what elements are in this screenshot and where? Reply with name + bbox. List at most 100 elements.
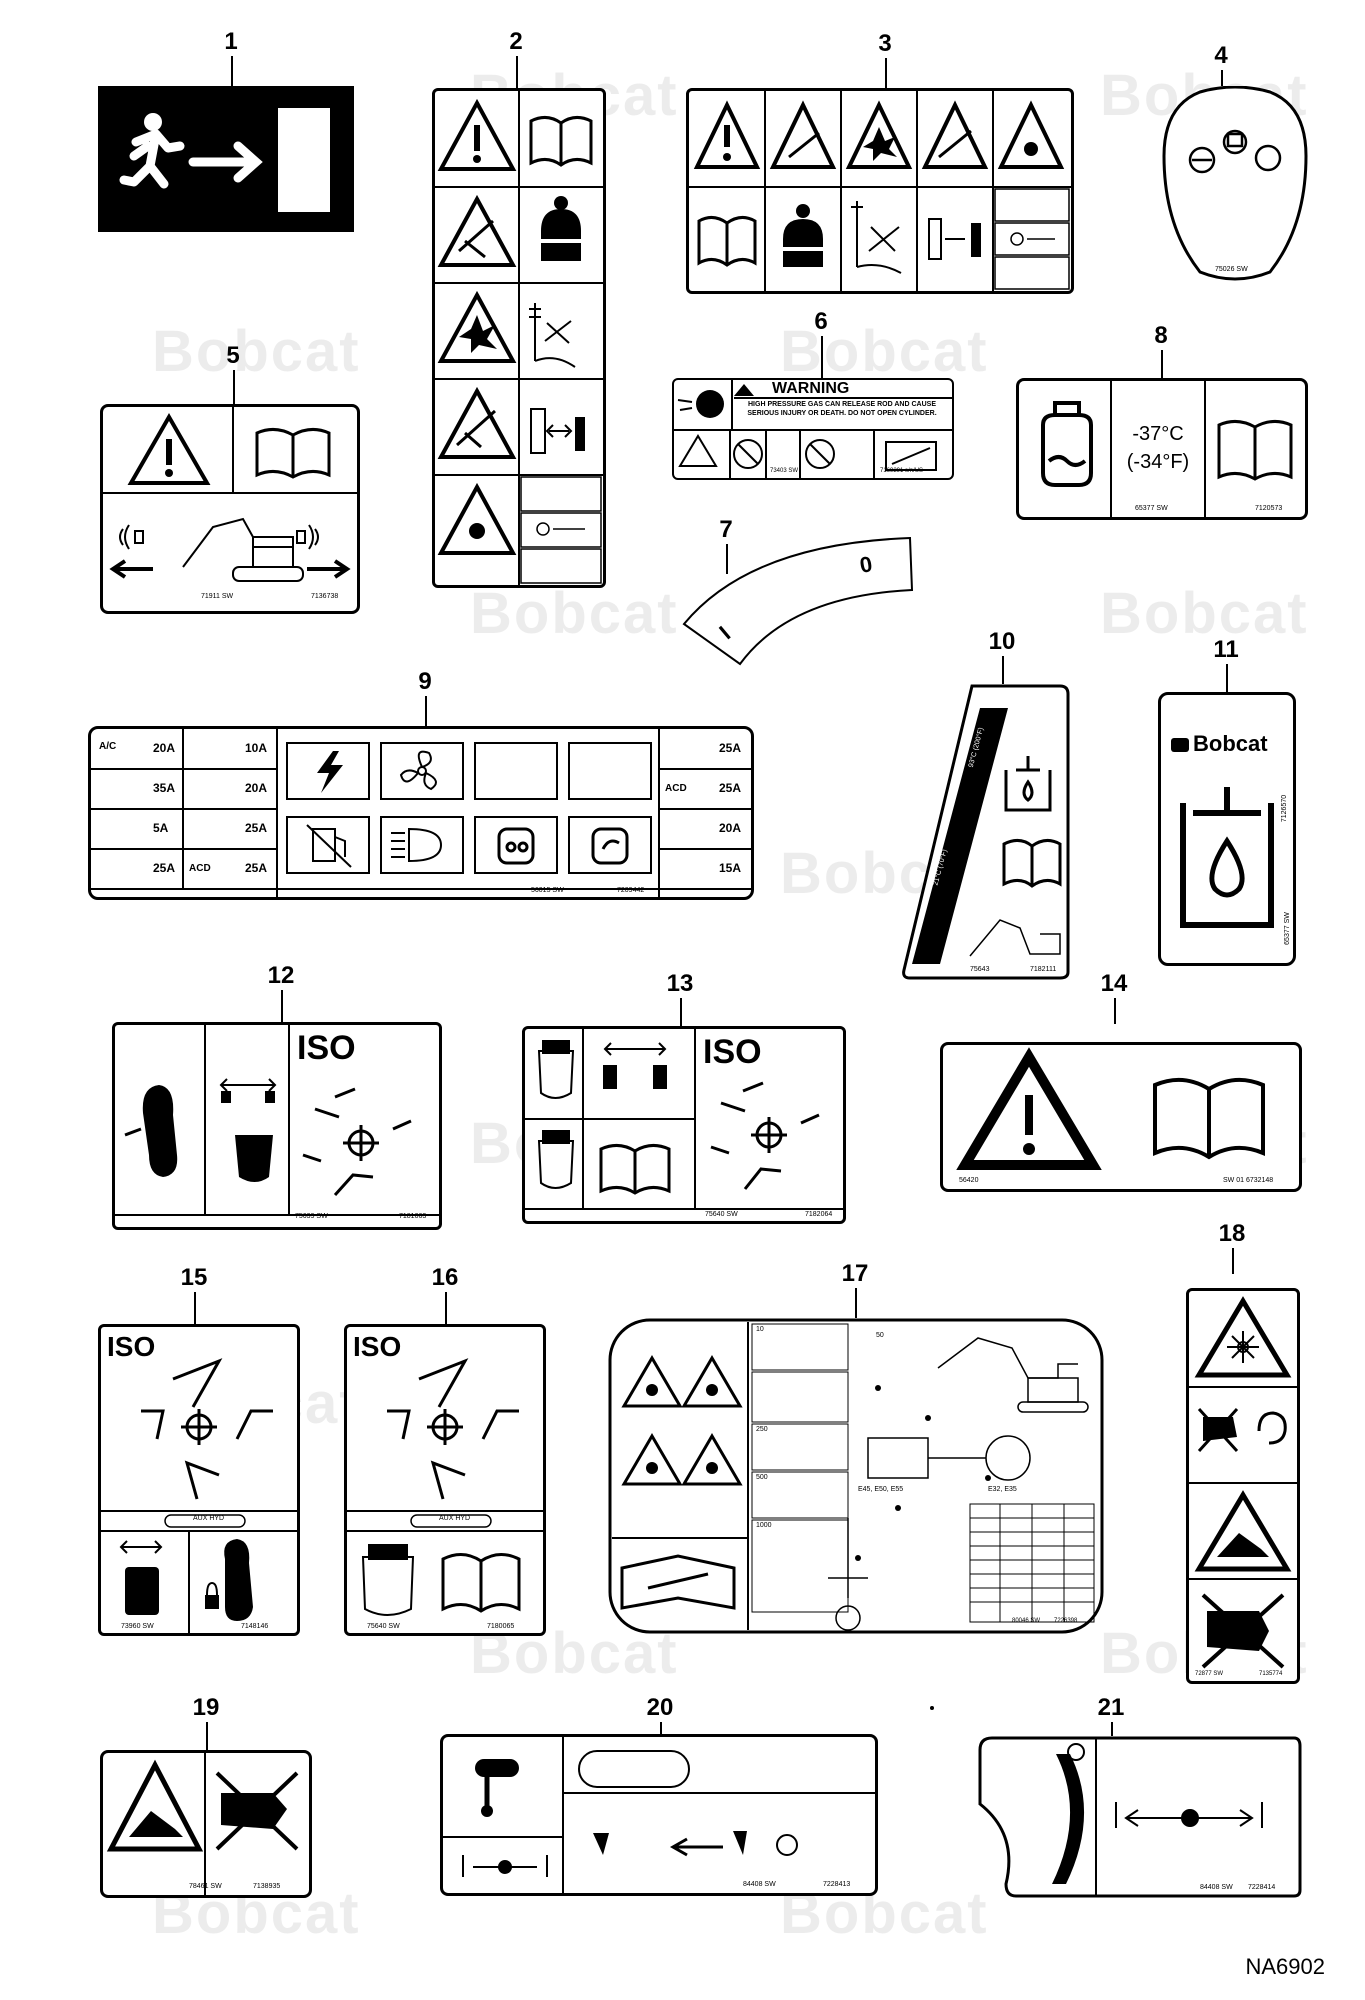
callout-2: 2 <box>509 28 523 55</box>
decal-13-code-b: 7182064 <box>805 1211 833 1218</box>
safety-pictogram-grid <box>435 91 603 585</box>
fuse-amp: 25A <box>245 861 268 875</box>
engine-rotate-icon <box>591 827 629 865</box>
leader-line <box>1161 350 1163 378</box>
decal-6-code-a: 73403 SW <box>770 468 799 474</box>
decal-9-fuse-panel: A/C 20A 10A 35A 20A 5A 25A 25A ACD 25A 2… <box>88 726 754 900</box>
callout-5: 5 <box>226 342 240 369</box>
decal-1-emergency-exit <box>98 86 354 232</box>
travel-direction-icon <box>462 1855 548 1877</box>
decal-3-safety-panel <box>686 88 1074 294</box>
clearance-icon <box>928 218 981 260</box>
alarm-speaker-icon <box>119 524 319 550</box>
decal-12-code-b: 7181063 <box>399 1213 427 1220</box>
decal-6-code-b: 7169291 s/n/US <box>880 468 924 474</box>
interval-50: 50 <box>876 1332 884 1339</box>
manual-book-icon <box>697 216 757 267</box>
decal-12-iso-controls: ISO 75639 SW 7181063 <box>112 1022 442 1230</box>
decal-7-switch-arc: I 0 <box>680 534 920 668</box>
callout-9: 9 <box>418 668 432 695</box>
decal-18-code-b: 7135774 <box>1259 1671 1283 1677</box>
decal-8-temp-c: -37°C <box>1132 423 1184 445</box>
rollover-warning-icon <box>769 100 837 169</box>
aux-hyd-icon <box>410 1514 492 1528</box>
warning-triangle-icon <box>734 384 754 396</box>
interval-10: 10 <box>756 1326 764 1333</box>
watermark: Bobcat <box>780 319 989 384</box>
curved-slot-icon <box>1052 1754 1085 1884</box>
seat-belt-icon <box>777 204 829 267</box>
shutdown-steps-icon <box>994 188 1070 290</box>
key-switch-icon <box>1188 129 1282 174</box>
leader-line <box>1226 664 1228 692</box>
callout-6: 6 <box>814 308 828 335</box>
decal-9-code-b: 7209442 <box>617 887 645 894</box>
clearance-icon <box>530 408 585 454</box>
decal-20-control-lever: 84408 SW 7228413 <box>440 1734 878 1896</box>
decal-16-aux-label: AUX HYD <box>439 1515 471 1522</box>
decal-6-header: WARNING <box>772 380 850 397</box>
decal-21-code-a: 84408 SW <box>1200 1884 1233 1891</box>
decal-18-fan-hand-warnings: 72877 SW 7135774 <box>1186 1288 1300 1684</box>
service-interval-grid <box>751 1323 1095 1623</box>
callout-18: 18 <box>1218 1220 1246 1247</box>
bobcat-brand: Bobcat <box>1193 731 1268 756</box>
temperature-bar <box>912 708 1008 964</box>
head-injury-icon <box>677 390 724 418</box>
warning-triangle-icon <box>956 1047 1102 1170</box>
manual-book-icon <box>1217 420 1293 481</box>
no-open-cylinder-icon <box>733 439 763 469</box>
engine-icon <box>497 827 535 865</box>
travel-pedal-icon <box>603 1042 667 1089</box>
decal-13-iso-label: ISO <box>703 1033 762 1071</box>
decal-6-message: HIGH PRESSURE GAS CAN RELEASE ROD AND CA… <box>747 401 937 417</box>
travel-pedal-icon <box>219 1078 277 1182</box>
manual-book-icon <box>1153 1077 1265 1160</box>
lever-icon <box>475 1759 519 1817</box>
no-touch-icon <box>215 1771 299 1851</box>
seat-belt-icon <box>535 196 587 261</box>
callout-12: 12 <box>267 962 295 989</box>
callout-3: 3 <box>878 30 892 57</box>
fuse-amp: 5A <box>153 821 169 835</box>
watermark: Bobcat <box>1100 581 1309 646</box>
decal-4-oval-key-decal: 75026 SW <box>1160 85 1310 286</box>
callout-4: 4 <box>1214 42 1228 69</box>
decal-20-code-b: 7228413 <box>823 1881 851 1888</box>
decal-2-safety-panel <box>432 88 606 588</box>
callout-1: 1 <box>224 28 238 55</box>
aux-switch-icon <box>119 1540 163 1615</box>
decal-4-code: 75026 SW <box>1215 266 1248 273</box>
iso-pattern-icon <box>141 1358 273 1500</box>
fuse-amp: 25A <box>153 861 176 875</box>
bobcat-logo: Bobcat <box>1171 731 1268 757</box>
joystick-icon <box>124 1085 178 1177</box>
callout-7: 7 <box>719 516 733 543</box>
arrow-right-icon <box>307 559 351 579</box>
control-panel-icon <box>537 1130 575 1189</box>
aux-hyd-icon <box>164 1514 246 1528</box>
decal-15-aux-label: AUX HYD <box>193 1515 225 1522</box>
power-line-icon <box>529 303 576 368</box>
callout-11: 11 <box>1213 636 1239 663</box>
interval-500: 500 <box>756 1474 768 1481</box>
power-bolt-icon <box>317 751 343 793</box>
leader-line <box>1002 656 1004 684</box>
fuse-amp: 25A <box>719 781 742 795</box>
callout-14: 14 <box>1100 970 1128 997</box>
decal-15-code-a: 73960 SW <box>121 1623 154 1630</box>
hydraulic-reservoir-icon <box>1180 787 1274 928</box>
leader-line <box>281 990 283 1022</box>
manual-book-icon <box>255 428 331 479</box>
decal-20-code-a: 84408 SW <box>743 1881 776 1888</box>
interval-1000: 1000 <box>756 1522 772 1529</box>
entanglement-warning-icon <box>997 100 1065 169</box>
excavator-icon <box>969 919 1061 957</box>
callout-20: 20 <box>646 1694 674 1721</box>
fuse-amp: 20A <box>245 781 268 795</box>
decal-10-code-b: 7182111 <box>1030 966 1057 973</box>
leader-line <box>726 544 728 574</box>
iso-pattern-icon <box>387 1358 519 1500</box>
leader-line <box>821 336 823 378</box>
headlight-icon <box>391 827 443 863</box>
